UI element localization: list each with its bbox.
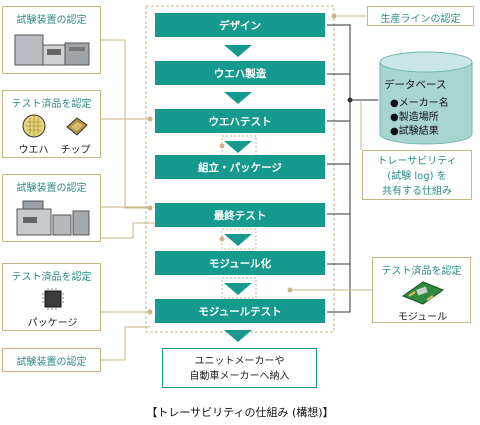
step-modularize: モジュール化 (155, 251, 325, 275)
chip-label: チップ (60, 145, 91, 156)
step-assembly: 組立・パッケージ (155, 155, 325, 179)
connector-equipment-1 (101, 39, 150, 209)
database-item: ●メーカー名 (390, 98, 449, 109)
step-final-test: 最終テスト (155, 203, 325, 227)
test-equipment-icon (14, 34, 90, 66)
database-item: ●製造場所 (390, 112, 439, 123)
package-label: パッケージ (27, 318, 78, 329)
wafer-label: ウエハ (18, 145, 49, 156)
note-equipment-1: 試験装置の認定 (2, 6, 101, 74)
down-arrow-5 (224, 283, 252, 295)
package-icon (42, 288, 64, 310)
connector-line-bottom (101, 326, 150, 361)
step-module-test: モジュールテスト (155, 299, 325, 323)
chip-icon (66, 117, 88, 136)
note-traceability: トレーサビリティ (試験 log) を 共有する仕組み (362, 150, 472, 200)
note-sample-2: テスト済品を認定 パッケージ (2, 263, 101, 331)
database-item: ●試験結果 (390, 126, 439, 137)
db-bracket (327, 24, 351, 313)
down-arrow-2 (224, 92, 252, 104)
down-arrow-3 (224, 141, 252, 153)
down-arrow-6 (224, 330, 252, 342)
wafer-icon (22, 114, 46, 138)
note-line: 生産ラインの認定 (367, 6, 474, 26)
step-design: デザイン (155, 13, 325, 37)
note-sample-module: テスト済品を認定 モジュール (372, 257, 471, 323)
diagram-caption: 【トレーサビリティの仕組み (構想)】 (146, 406, 334, 419)
down-arrow-4 (224, 234, 252, 246)
module-label: モジュール (397, 312, 448, 323)
module-icon (401, 281, 445, 305)
database-title: データベース (384, 79, 447, 91)
database-icon (379, 51, 473, 145)
step-wafer-test: ウエハテスト (155, 109, 325, 133)
test-equipment-icon (16, 200, 90, 236)
step-wafer-fab: ウエハ製造 (155, 61, 325, 85)
note-sample-1: テスト済品を認定 ウエハ チップ (2, 90, 101, 158)
note-equipment-3: 試験装置の認定 (2, 348, 101, 372)
down-arrow-1 (224, 45, 252, 57)
note-equipment-2: 試験装置の認定 (2, 174, 101, 242)
final-destination-box: ユニットメーカーや 自動車メーカーへ納入 (162, 348, 317, 388)
